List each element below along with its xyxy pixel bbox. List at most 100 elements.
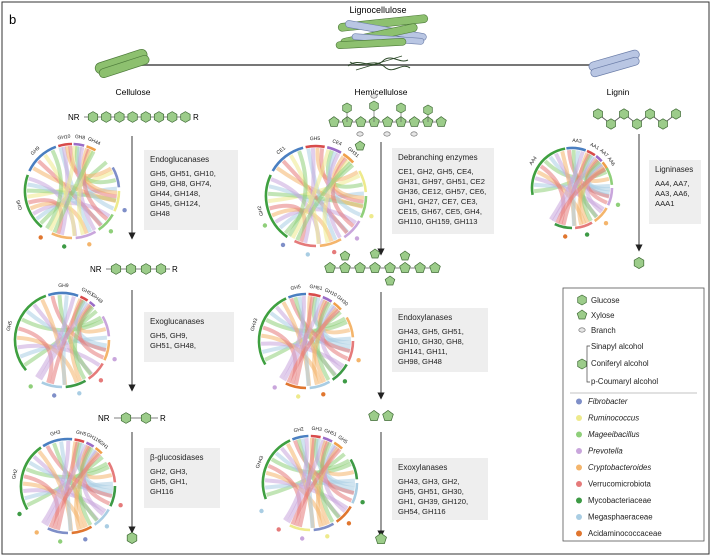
- lignin-monomer: [606, 118, 616, 130]
- enzyme-line: GH36, CE12, GH57, CE6,: [398, 187, 487, 196]
- enzyme-line: GH98, GH48: [398, 357, 442, 366]
- enzyme-line: CE1, GH2, GH5, CE4,: [398, 167, 474, 176]
- taxon-dot: [615, 202, 621, 207]
- lignin-label: Lignin: [607, 87, 630, 97]
- enzyme-box-exoglucanases: Exoglucanases GH5, GH9, GH51, GH48,: [144, 312, 234, 362]
- chord-taxon-arc: [101, 315, 111, 337]
- legend-taxon-swatch: [576, 431, 582, 438]
- legend-bracket: [586, 345, 590, 383]
- chord-arc: [595, 155, 603, 163]
- chord-ribbon: [17, 326, 54, 384]
- chord-taxon-arc: [51, 232, 73, 240]
- hemicellulose-fiber-icon: [347, 55, 411, 71]
- legend-taxon-swatch: [576, 448, 582, 454]
- taxon-dot: [58, 539, 63, 544]
- taxon-dot: [369, 214, 374, 219]
- lignin-monomer: [658, 118, 668, 130]
- lignin-monomer: [645, 108, 655, 120]
- enzyme-title: Endoglucanases: [150, 155, 210, 164]
- enzyme-box-endoxylanases: Endoxylanases GH43, GH5, GH51, GH10, GH3…: [392, 308, 488, 372]
- legend-label: Xylose: [591, 311, 614, 320]
- chord-arc: [287, 292, 307, 299]
- glucose-hexagon: [140, 412, 152, 424]
- chord-taxon-arc: [313, 522, 335, 532]
- enzyme-line: GH51, GH48,: [150, 341, 197, 350]
- chord-ribbon: [287, 150, 308, 237]
- legend-label: Megasphaeraceae: [588, 513, 653, 522]
- glucose-hexagon: [120, 412, 132, 424]
- chord-taxon-arc: [47, 527, 69, 535]
- enzyme-line: GH5, GH51, GH10,: [150, 169, 216, 178]
- taxon-dot: [354, 236, 360, 241]
- chord-ribbon: [290, 447, 342, 526]
- chord-ribbon: [281, 159, 349, 235]
- chord-arc-label: GH44: [87, 136, 102, 147]
- lignin-fiber-icon: [588, 49, 640, 78]
- glucose-hexagon: [180, 111, 191, 123]
- taxon-dot: [87, 242, 92, 247]
- chord-taxon-arc: [289, 524, 311, 532]
- taxon-dot: [104, 524, 110, 529]
- chord-ribbon: [262, 325, 298, 385]
- chord-taxon-arc: [319, 238, 342, 248]
- chord-arc-label: GH2: [293, 426, 305, 434]
- chord-ribbon: [73, 305, 95, 380]
- chord-taxon-arc: [97, 213, 114, 231]
- chord-arc: [74, 438, 85, 444]
- chord-taxon-arc: [103, 339, 111, 361]
- chord-arc-label: GH10: [57, 134, 71, 142]
- lignin-product-icon: [633, 256, 645, 270]
- cellulose-fiber-icon: [94, 48, 150, 78]
- chord-arc: [86, 145, 97, 152]
- xylose-pentagon: [399, 261, 411, 273]
- legend-label: Glucose: [591, 296, 620, 305]
- xylan-chain: [324, 248, 441, 286]
- legend-label: Cryptobacteroides: [588, 463, 651, 472]
- chord-ribbon: [57, 294, 93, 376]
- taxon-dot: [38, 235, 43, 240]
- taxon-dot: [112, 357, 117, 362]
- legend-taxon-swatch: [576, 481, 582, 487]
- chord-arc: [79, 295, 89, 302]
- chord-arc: [261, 439, 291, 500]
- chord-taxon-arc: [605, 167, 614, 186]
- enzyme-line: GH9, GH8, GH74,: [150, 179, 212, 188]
- enzyme-line: GH31, GH97, GH51, CE2: [398, 177, 485, 186]
- chord-ribbon: [322, 159, 350, 244]
- legend-label: Mageeibacillus: [588, 430, 640, 439]
- chain-nr-label: NR: [90, 265, 102, 274]
- cellulose-chain-short: NR R: [98, 412, 166, 424]
- chord-arc-label: AA1: [589, 142, 600, 152]
- taxon-dot: [118, 503, 123, 508]
- taxon-dot: [342, 379, 348, 384]
- xylose-pentagon: [375, 532, 387, 545]
- chord-arc: [13, 294, 47, 372]
- xylose-pentagon: [354, 261, 366, 273]
- chord-arc-label: GH5: [6, 320, 15, 332]
- chord-arc: [19, 446, 42, 511]
- taxon-dot: [300, 536, 305, 541]
- legend-glucose-icon: [577, 294, 587, 306]
- taxon-dot: [122, 208, 127, 213]
- xylose-pentagon: [369, 261, 381, 273]
- taxon-dot: [296, 394, 301, 399]
- taxon-dot: [584, 232, 590, 237]
- chord-ribbon: [52, 150, 96, 234]
- chord-arc-label: GH10: [323, 287, 338, 298]
- chord-ribbon: [306, 148, 338, 241]
- xylose-pentagon: [382, 116, 394, 127]
- taxon-dot: [321, 392, 326, 397]
- enzyme-line: GH5, GH9,: [150, 331, 188, 340]
- legend-label: Verrucomicrobiota: [588, 480, 651, 489]
- chord-arc-label: GH8: [74, 134, 85, 141]
- cellulose-chain-long: NR R: [68, 111, 199, 123]
- enzyme-title: β-glucosidases: [150, 453, 204, 462]
- chord-arc: [42, 437, 73, 448]
- chain-r-label: R: [193, 113, 199, 122]
- chord-taxon-arc: [293, 239, 317, 248]
- chord-arc-label: GH5: [337, 434, 349, 445]
- xylose-pentagon: [355, 116, 367, 127]
- chord-taxon-arc: [111, 166, 121, 188]
